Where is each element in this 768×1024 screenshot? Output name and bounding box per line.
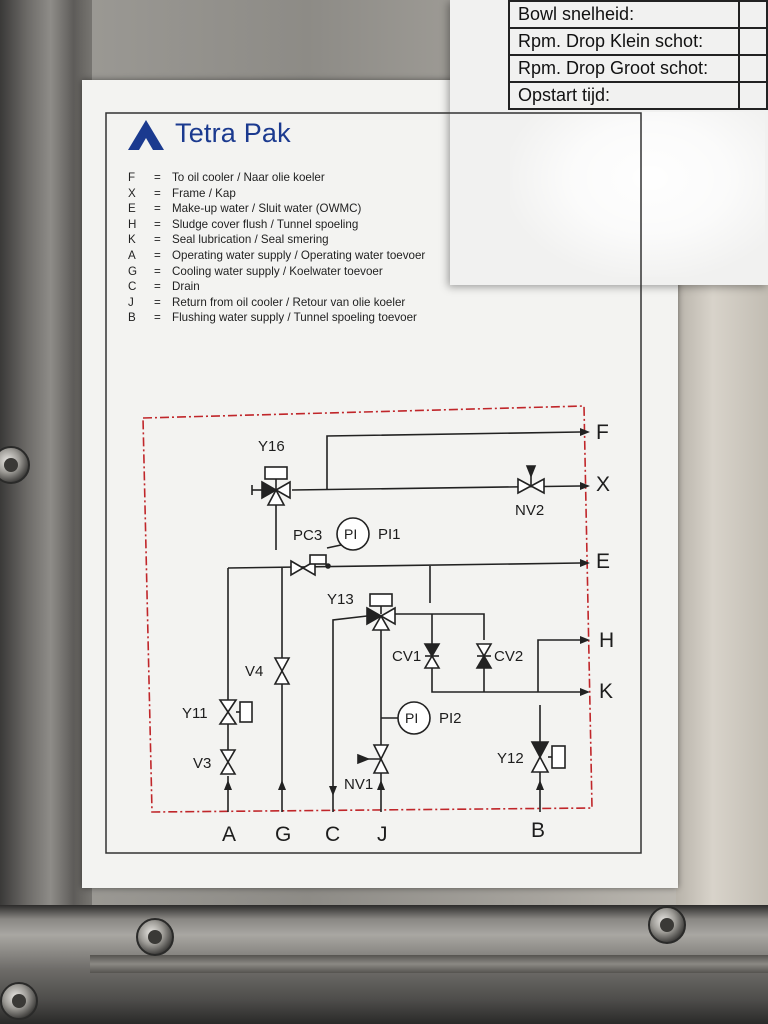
v4-valve-icon <box>273 657 291 685</box>
legend-key: K <box>128 233 136 247</box>
legend-key: G <box>128 264 138 278</box>
legend-key: B <box>128 311 136 325</box>
port-k: K <box>599 680 614 703</box>
cv2-valve-icon <box>475 643 493 669</box>
legend-text: Drain <box>172 280 200 294</box>
port-b: B <box>531 819 546 842</box>
legend-list: F=To oil cooler / Naar olie koeler X=Fra… <box>128 170 425 326</box>
legend-text: Cooling water supply / Koelwater toevoer <box>172 264 383 278</box>
legend-key: A <box>128 248 136 262</box>
port-a: A <box>222 823 237 846</box>
legend-item: A=Operating water supply / Operating wat… <box>128 248 426 262</box>
module-boundary <box>142 405 593 813</box>
nv2-valve-icon <box>517 465 545 495</box>
valve-symbols <box>218 465 566 775</box>
bottom-rail <box>90 955 768 973</box>
port-g: G <box>275 823 292 846</box>
tag-pi2: PI2 <box>439 710 462 727</box>
brand-logo-text: Tetra Pak <box>175 118 291 148</box>
tag-nv2: NV2 <box>515 502 545 519</box>
legend-item: K=Seal lubrication / Seal smering <box>128 233 329 247</box>
right-frame <box>676 280 768 920</box>
legend-item: G=Cooling water supply / Koelwater toevo… <box>128 264 383 278</box>
legend-key: H <box>128 217 137 231</box>
port-f: F <box>596 421 609 444</box>
legend-text: Return from oil cooler / Retour van olie… <box>172 295 406 309</box>
tag-pi1-symbol: PI <box>344 526 358 542</box>
legend-text: Sludge cover flush / Tunnel spoeling <box>172 217 359 231</box>
tetra-pak-logo-icon <box>128 120 164 150</box>
tag-pi1: PI1 <box>378 526 401 543</box>
bolt-icon <box>0 446 30 484</box>
legend-text: Make-up water / Sluit water (OWMC) <box>172 202 362 216</box>
settings-row: Rpm. Drop Groot schot: <box>508 56 768 83</box>
legend-key: C <box>128 280 137 294</box>
legend-key: X <box>128 186 136 200</box>
left-frame <box>0 0 92 1024</box>
tag-y11: Y11 <box>182 705 208 722</box>
settings-row: Bowl snelheid: <box>508 0 768 29</box>
pc3-valve-icon <box>290 554 331 577</box>
legend-text: Seal lubrication / Seal smering <box>172 233 329 247</box>
v3-valve-icon <box>219 749 237 775</box>
cv1-valve-icon <box>423 643 441 669</box>
tag-pi2-symbol: PI <box>405 710 419 726</box>
y13-valve-icon <box>366 593 396 631</box>
flow-arrows <box>224 428 590 796</box>
pi2-gauge-icon <box>397 701 431 735</box>
legend-item: B=Flushing water supply / Tunnel spoelin… <box>128 311 417 325</box>
tag-cv2: CV2 <box>494 648 524 665</box>
legend-item: J=Return from oil cooler / Retour van ol… <box>128 295 406 309</box>
legend-item: E=Make-up water / Sluit water (OWMC) <box>128 202 362 216</box>
y11-valve-icon <box>218 699 253 725</box>
settings-row-label: Rpm. Drop Groot schot: <box>518 58 709 78</box>
piping-lines <box>227 431 581 812</box>
port-e: E <box>596 550 611 573</box>
pi1-gauge-icon <box>336 517 370 551</box>
port-j: J <box>377 823 388 846</box>
tag-y12: Y12 <box>497 750 524 767</box>
settings-row-label: Rpm. Drop Klein schot: <box>518 31 704 51</box>
y12-valve-icon <box>530 741 566 773</box>
bolt-icon <box>0 982 38 1020</box>
legend-text: Operating water supply / Operating water… <box>172 248 426 262</box>
y16-valve-icon <box>251 466 291 506</box>
legend-key: E <box>128 202 136 216</box>
legend-key: F <box>128 171 136 184</box>
settings-row: Opstart tijd: <box>508 83 768 110</box>
port-x: X <box>596 473 611 496</box>
tag-v3: V3 <box>193 755 212 772</box>
port-c: C <box>325 823 341 846</box>
legend-item: F=To oil cooler / Naar olie koeler <box>128 171 325 184</box>
bolt-icon <box>136 918 174 956</box>
legend-item: C=Drain <box>128 280 200 294</box>
legend-item: X=Frame / Kap <box>128 186 236 200</box>
nv1-valve-icon <box>357 744 390 774</box>
tag-y16: Y16 <box>258 438 285 455</box>
bolt-icon <box>648 906 686 944</box>
plastic-glare <box>510 112 765 277</box>
legend-item: H=Sludge cover flush / Tunnel spoeling <box>128 217 359 231</box>
settings-table: Bowl snelheid: Rpm. Drop Klein schot: Rp… <box>508 0 768 110</box>
tag-nv1: NV1 <box>344 776 374 793</box>
legend-text: Flushing water supply / Tunnel spoeling … <box>172 311 417 325</box>
legend-key: J <box>128 295 134 309</box>
legend-text: Frame / Kap <box>172 186 236 200</box>
tag-pc3: PC3 <box>293 527 323 544</box>
tag-v4: V4 <box>245 663 264 680</box>
settings-row-label: Bowl snelheid: <box>518 4 635 24</box>
settings-row: Rpm. Drop Klein schot: <box>508 29 768 56</box>
legend-text: To oil cooler / Naar olie koeler <box>172 171 325 184</box>
tag-cv1: CV1 <box>392 648 422 665</box>
tag-y13: Y13 <box>327 591 354 608</box>
port-h: H <box>599 629 615 652</box>
settings-row-label: Opstart tijd: <box>518 85 611 105</box>
diagram-border <box>105 112 642 854</box>
